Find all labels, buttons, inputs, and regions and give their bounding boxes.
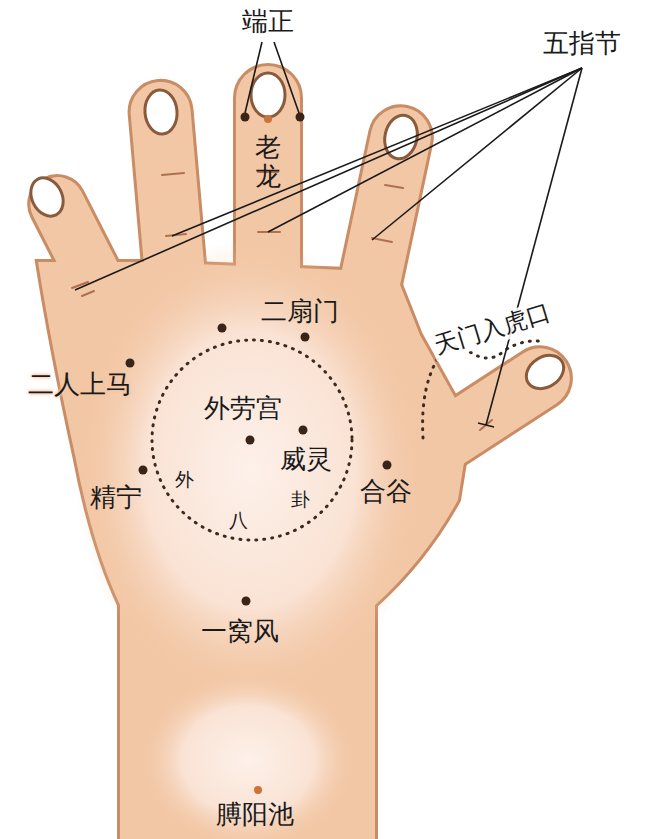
point-label: 端正 xyxy=(242,7,294,37)
point-label: 五指节 xyxy=(543,29,621,59)
knuckle-creases xyxy=(72,172,492,430)
bagua-circle xyxy=(152,340,352,540)
acupoint-dots xyxy=(126,113,392,606)
finger-nails xyxy=(25,73,570,395)
point-label: 外 xyxy=(175,469,194,491)
point-label: 二人上马 xyxy=(28,370,132,400)
leader-lines xyxy=(75,42,582,427)
point-label: 一窝风 xyxy=(201,617,279,647)
point-label: 精宁 xyxy=(90,483,142,513)
point-label: 卦 xyxy=(291,489,310,511)
wrist-highlight xyxy=(138,670,358,839)
point-label: 合谷 xyxy=(360,477,412,507)
point-label: 八 xyxy=(229,510,248,532)
point-label: 威灵 xyxy=(280,445,332,475)
point-label: 膊阳池 xyxy=(216,800,294,830)
point-label: 二扇门 xyxy=(261,297,339,327)
point-label: 老龙 xyxy=(255,133,281,190)
point-label: 外劳宫 xyxy=(204,394,282,424)
palm-highlight xyxy=(75,240,425,700)
orange-dots xyxy=(254,115,272,794)
